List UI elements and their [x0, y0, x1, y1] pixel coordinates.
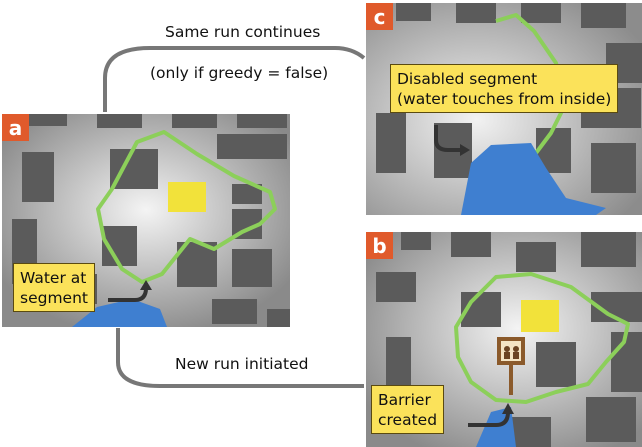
connector-same-run	[103, 46, 366, 112]
connector-new-run	[116, 328, 364, 388]
panel-a-water	[72, 299, 167, 327]
panel-b-callout: Barrier created	[371, 385, 445, 434]
panel-c-badge: c	[366, 3, 393, 30]
panel-a-callout: Water at segment	[13, 263, 95, 312]
panel-b-badge: b	[366, 232, 393, 259]
panel-b-target	[521, 300, 559, 332]
panel-c-callout: Disabled segment (water touches from ins…	[390, 64, 619, 113]
panel-a-badge: a	[2, 114, 29, 141]
new-run-label: New run initiated	[175, 355, 309, 373]
panel-a-target	[168, 182, 206, 212]
panel-b-segments	[454, 272, 630, 404]
same-run-label: Same run continues	[165, 23, 321, 41]
barrier-sign-icon	[497, 337, 525, 395]
panel-a-segments	[96, 130, 277, 284]
panel-c-water	[461, 143, 606, 215]
greedy-condition-label: (only if greedy = false)	[150, 64, 329, 82]
